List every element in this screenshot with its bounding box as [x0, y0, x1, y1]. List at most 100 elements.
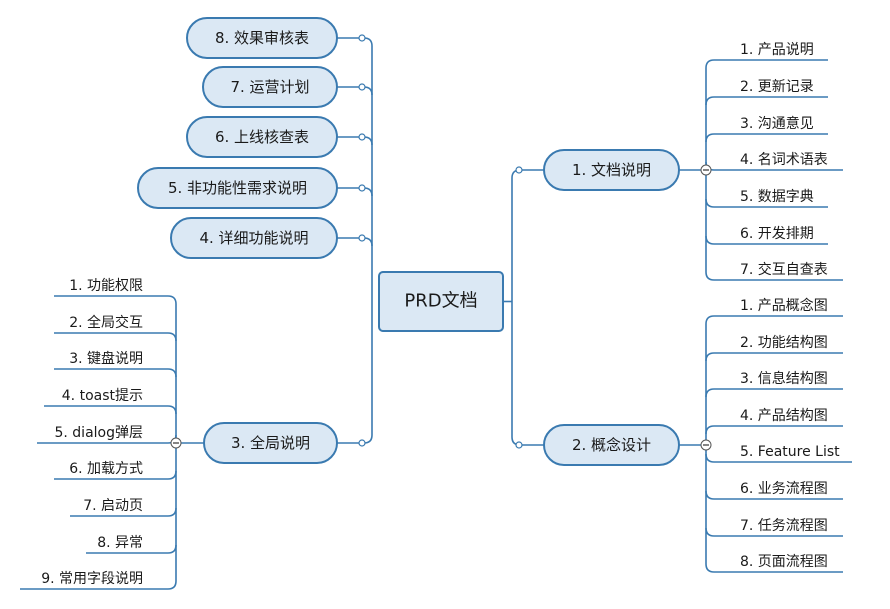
docs-child-1-label: 1. 产品说明 — [740, 42, 814, 58]
docs-child-1[interactable]: 1. 产品说明 — [740, 42, 814, 58]
global-child-4[interactable]: 4. toast提示 — [62, 388, 143, 404]
docs-child-5-label: 5. 数据字典 — [740, 189, 814, 205]
concept-child-line — [705, 388, 843, 398]
left-branch-1[interactable]: 8. 效果审核表 — [186, 17, 338, 59]
global-child-7-label: 7. 启动页 — [83, 498, 143, 514]
left-branch-3-label: 6. 上线核查表 — [215, 128, 309, 146]
connector-dot — [358, 34, 366, 42]
docs-child-line — [705, 271, 843, 281]
concept-child-2-label: 2. 功能结构图 — [740, 335, 828, 351]
docs-child-4-label: 4. 名词术语表 — [740, 152, 828, 168]
concept-child-line — [705, 315, 843, 325]
global-child-9-label: 9. 常用字段说明 — [41, 571, 143, 587]
concept-child-line — [705, 490, 843, 500]
left-branch-2[interactable]: 7. 运营计划 — [202, 66, 338, 108]
connector-dot — [358, 439, 366, 447]
left-branch-connector — [337, 37, 373, 47]
global-child-1[interactable]: 1. 功能权限 — [69, 278, 143, 294]
global-branch[interactable]: 3. 全局说明 — [203, 422, 338, 464]
connector-dot — [358, 184, 366, 192]
docs-child-6[interactable]: 6. 开发排期 — [740, 226, 814, 242]
global-child-line — [20, 580, 177, 590]
concept-child-2[interactable]: 2. 功能结构图 — [740, 335, 828, 351]
global-child-line — [44, 405, 177, 415]
docs-child-6-label: 6. 开发排期 — [740, 226, 814, 242]
docs-branch-label: 1. 文档说明 — [572, 161, 651, 179]
concept-branch-label: 2. 概念设计 — [572, 436, 651, 454]
global-child-7[interactable]: 7. 启动页 — [83, 498, 143, 514]
docs-child-3[interactable]: 3. 沟通意见 — [740, 115, 814, 132]
concept-child-line — [705, 425, 843, 435]
concept-child-line — [705, 352, 843, 362]
left-branch-5[interactable]: 4. 详细功能说明 — [170, 217, 338, 259]
global-child-line — [54, 368, 177, 378]
concept-child-7[interactable]: 7. 任务流程图 — [740, 518, 828, 534]
concept-child-1[interactable]: 1. 产品概念图 — [740, 297, 828, 314]
concept-child-4[interactable]: 4. 产品结构图 — [740, 408, 828, 424]
left-branch-5-label: 4. 详细功能说明 — [199, 229, 308, 247]
concept-child-5-label: 5. Feature List — [740, 444, 840, 460]
concept-child-8[interactable]: 8. 页面流程图 — [740, 554, 828, 570]
global-child-line — [54, 332, 177, 342]
docs-child-5[interactable]: 5. 数据字典 — [740, 189, 814, 205]
docs-child-2-label: 2. 更新记录 — [740, 79, 814, 95]
docs-child-7-label: 7. 交互自查表 — [740, 261, 828, 278]
global-child-2-label: 2. 全局交互 — [69, 314, 143, 331]
global-branch-label: 3. 全局说明 — [231, 434, 310, 452]
concept-child-3[interactable]: 3. 信息结构图 — [740, 370, 828, 387]
concept-child-3-label: 3. 信息结构图 — [740, 370, 828, 387]
global-child-2[interactable]: 2. 全局交互 — [69, 314, 143, 331]
left-branch-connector — [337, 136, 373, 146]
global-child-4-label: 4. toast提示 — [62, 388, 143, 404]
global-child-line — [86, 544, 177, 554]
left-branch-connector — [337, 86, 373, 96]
docs-child-2[interactable]: 2. 更新记录 — [740, 79, 814, 95]
docs-child-line — [705, 198, 828, 208]
global-child-line — [70, 507, 177, 517]
docs-child-line — [705, 96, 828, 106]
concept-child-5[interactable]: 5. Feature List — [740, 444, 840, 460]
global-child-5-label: 5. dialog弹层 — [54, 425, 143, 441]
left-branch-2-label: 7. 运营计划 — [230, 78, 309, 96]
global-child-8[interactable]: 8. 异常 — [97, 535, 143, 551]
connector-dot — [515, 441, 523, 449]
global-child-1-label: 1. 功能权限 — [69, 278, 143, 294]
connector-dot — [358, 133, 366, 141]
concept-child-line — [705, 527, 843, 537]
left-branch-connector — [337, 237, 373, 247]
docs-child-7[interactable]: 7. 交互自查表 — [740, 261, 828, 278]
global-child-line — [54, 470, 177, 480]
concept-branch[interactable]: 2. 概念设计 — [543, 424, 680, 466]
left-branch-1-label: 8. 效果审核表 — [215, 29, 309, 47]
concept-child-7-label: 7. 任务流程图 — [740, 518, 828, 534]
global-connector — [337, 434, 373, 444]
docs-collapse-toggle[interactable] — [700, 164, 712, 176]
concept-child-6[interactable]: 6. 业务流程图 — [740, 481, 828, 497]
left-branch-3[interactable]: 6. 上线核查表 — [186, 116, 338, 158]
docs-branch[interactable]: 1. 文档说明 — [543, 149, 680, 191]
concept-child-1-label: 1. 产品概念图 — [740, 297, 828, 314]
global-child-3-label: 3. 键盘说明 — [69, 350, 143, 367]
left-branch-4[interactable]: 5. 非功能性需求说明 — [137, 167, 338, 209]
concept-child-8-label: 8. 页面流程图 — [740, 554, 828, 570]
connector-dot — [358, 234, 366, 242]
global-child-8-label: 8. 异常 — [97, 535, 143, 551]
left-branch-connector — [337, 187, 373, 197]
concept-child-line — [705, 453, 852, 463]
left-branch-4-label: 5. 非功能性需求说明 — [168, 179, 307, 197]
connector-dot — [358, 83, 366, 91]
concept-collapse-toggle[interactable] — [700, 439, 712, 451]
docs-child-line — [705, 133, 828, 143]
global-child-3[interactable]: 3. 键盘说明 — [69, 350, 143, 367]
global-child-9[interactable]: 9. 常用字段说明 — [41, 571, 143, 587]
global-child-5[interactable]: 5. dialog弹层 — [54, 425, 143, 441]
concept-child-4-label: 4. 产品结构图 — [740, 408, 828, 424]
concept-child-6-label: 6. 业务流程图 — [740, 481, 828, 497]
global-child-6[interactable]: 6. 加载方式 — [69, 461, 143, 477]
docs-child-4[interactable]: 4. 名词术语表 — [740, 152, 828, 168]
global-collapse-toggle[interactable] — [170, 437, 182, 449]
concept-child-line — [705, 563, 843, 573]
global-child-line — [54, 295, 177, 305]
root-node[interactable]: PRD文档 — [378, 271, 504, 332]
